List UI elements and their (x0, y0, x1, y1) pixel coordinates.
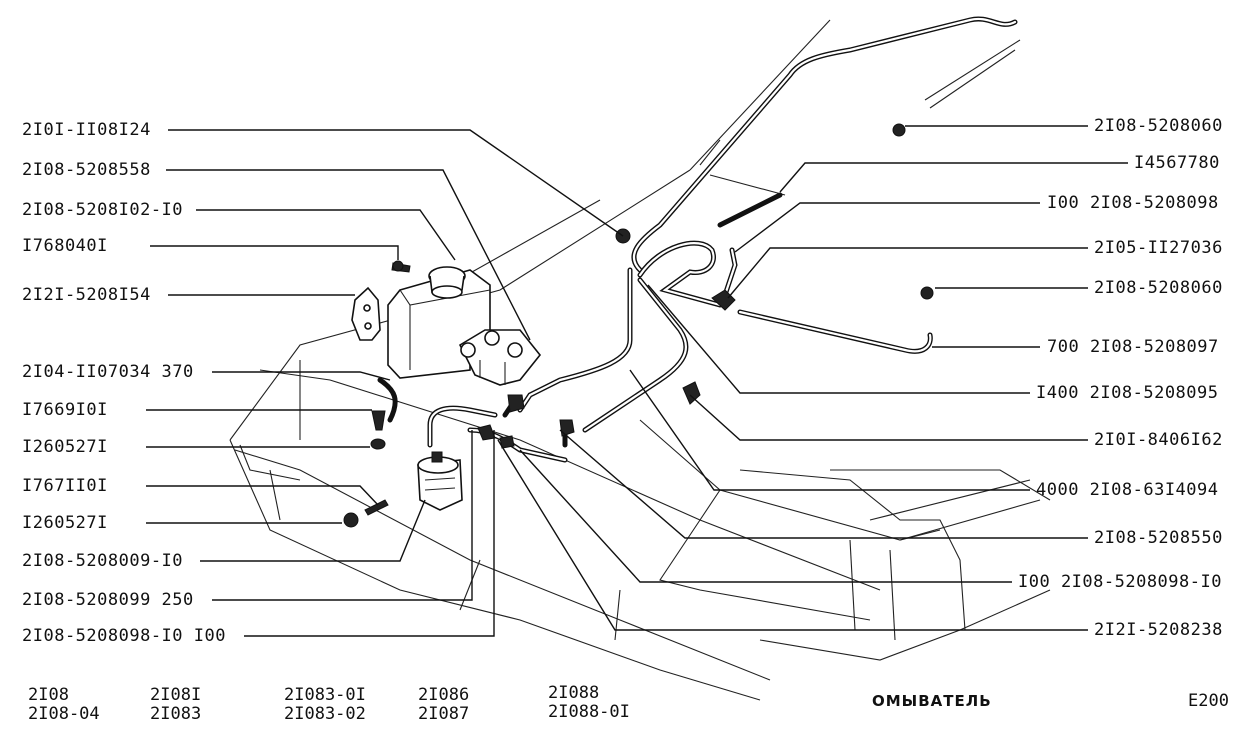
label-part-1: 2I08-5208558 (22, 160, 151, 180)
label-part-2: 2I08-5208I02-I0 (22, 200, 184, 220)
model-2-line2: 2I083-02 (284, 704, 366, 724)
label-part-r4: 2I08-5208060 (1094, 278, 1223, 298)
label-part-r1: I4567780 (1134, 153, 1220, 173)
label-part-r6: I400 2I08-5208095 (1036, 383, 1219, 403)
label-part-r2: I00 2I08-5208098 (1047, 193, 1219, 213)
label-part-3: I768040I (22, 236, 108, 256)
label-part-r8: 4000 2I08-63I4094 (1036, 480, 1219, 500)
model-4-line1: 2I088 (548, 683, 600, 703)
label-part-7: I260527I (22, 437, 108, 457)
label-part-r0: 2I08-5208060 (1094, 116, 1223, 136)
model-3-line2: 2I087 (418, 704, 470, 724)
label-part-r11: 2I2I-5208238 (1094, 620, 1223, 640)
label-part-r7: 2I0I-8406I62 (1094, 430, 1223, 450)
label-part-0: 2I0I-II08I24 (22, 120, 151, 140)
fasteners (343, 123, 934, 528)
model-1-line2: 2I083 (150, 704, 202, 724)
washer-pump (417, 451, 463, 511)
label-part-r9: 2I08-5208550 (1094, 528, 1223, 548)
page-code: E200 (1188, 691, 1229, 711)
pump-assembly (458, 329, 542, 386)
model-3-line1: 2I086 (418, 685, 470, 705)
label-part-12: 2I08-5208098-I0 I00 (22, 626, 226, 646)
model-1-line1: 2I08I (150, 685, 202, 705)
label-part-5: 2I04-II07034 370 (22, 362, 194, 382)
leader-lines-left (146, 129, 624, 637)
label-part-8: I767II0I (22, 476, 108, 496)
leader-lines-right (497, 125, 1128, 631)
label-part-4: 2I2I-5208I54 (22, 285, 151, 305)
label-part-r10: I00 2I08-5208098-I0 (1018, 572, 1222, 592)
label-part-9: I260527I (22, 513, 108, 533)
car-body-outline (229, 19, 1051, 701)
label-part-11: 2I08-5208099 250 (22, 590, 194, 610)
diagram-title: ОМЫВАТЕЛЬ (872, 692, 992, 710)
label-part-6: I7669I0I (22, 400, 108, 420)
label-part-10: 2I08-5208009-I0 (22, 551, 184, 571)
label-part-r3: 2I05-II27036 (1094, 238, 1223, 258)
model-2-line1: 2I083-0I (284, 685, 366, 705)
model-0-line2: 2I08-04 (28, 704, 100, 724)
hoses (377, 16, 1018, 463)
model-4-line2: 2I088-0I (548, 702, 630, 722)
model-0-line1: 2I08 (28, 685, 69, 705)
label-part-r5: 700 2I08-5208097 (1047, 337, 1219, 357)
bracket (351, 286, 381, 341)
